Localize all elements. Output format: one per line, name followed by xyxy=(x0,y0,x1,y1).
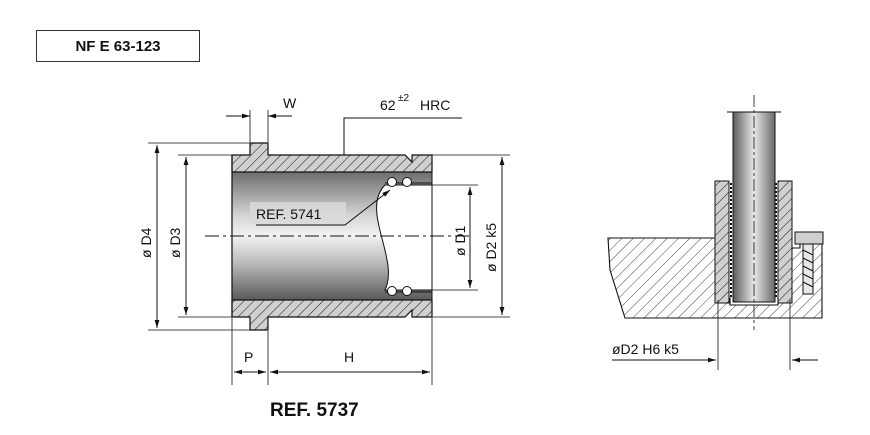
dimension-d1: ø D1 xyxy=(432,184,478,291)
ball xyxy=(402,286,412,296)
hardness-callout: 62 ±2 HRC xyxy=(343,93,462,155)
hardness-unit: HRC xyxy=(420,97,450,113)
ball xyxy=(402,177,412,187)
dimension-d3: ø D3 xyxy=(167,154,232,318)
dim-d4-label: ø D4 xyxy=(138,227,154,258)
dim-d2-label: ø D2 k5 xyxy=(483,223,499,272)
ball xyxy=(387,286,397,296)
dim-d3-label: ø D3 xyxy=(167,227,183,258)
dim-h-label: H xyxy=(344,349,354,365)
part-reference: REF. 5737 xyxy=(270,400,359,421)
dimension-d4: ø D4 xyxy=(138,142,250,331)
dim-p-label: P xyxy=(244,349,253,365)
dimension-p-h: P H xyxy=(231,318,433,385)
standard-label: NF E 63-123 xyxy=(36,30,200,62)
assembly-view: øD2 H6 k5 xyxy=(607,95,824,370)
inner-reference: REF. 5741 xyxy=(256,206,322,222)
clamp-screw xyxy=(794,231,824,295)
dimension-d2: ø D2 k5 xyxy=(432,154,510,318)
inner-reference-callout: REF. 5741 xyxy=(250,189,391,226)
dim-d1-label: ø D1 xyxy=(452,225,468,256)
bushing-side-view xyxy=(205,142,470,331)
hardness-base: 62 xyxy=(380,97,396,113)
fit-label: øD2 H6 k5 xyxy=(612,341,679,357)
dim-w-label: W xyxy=(283,95,297,111)
hardness-tolerance: ±2 xyxy=(398,93,409,104)
ball xyxy=(387,177,397,187)
dimension-w: W xyxy=(226,95,297,142)
